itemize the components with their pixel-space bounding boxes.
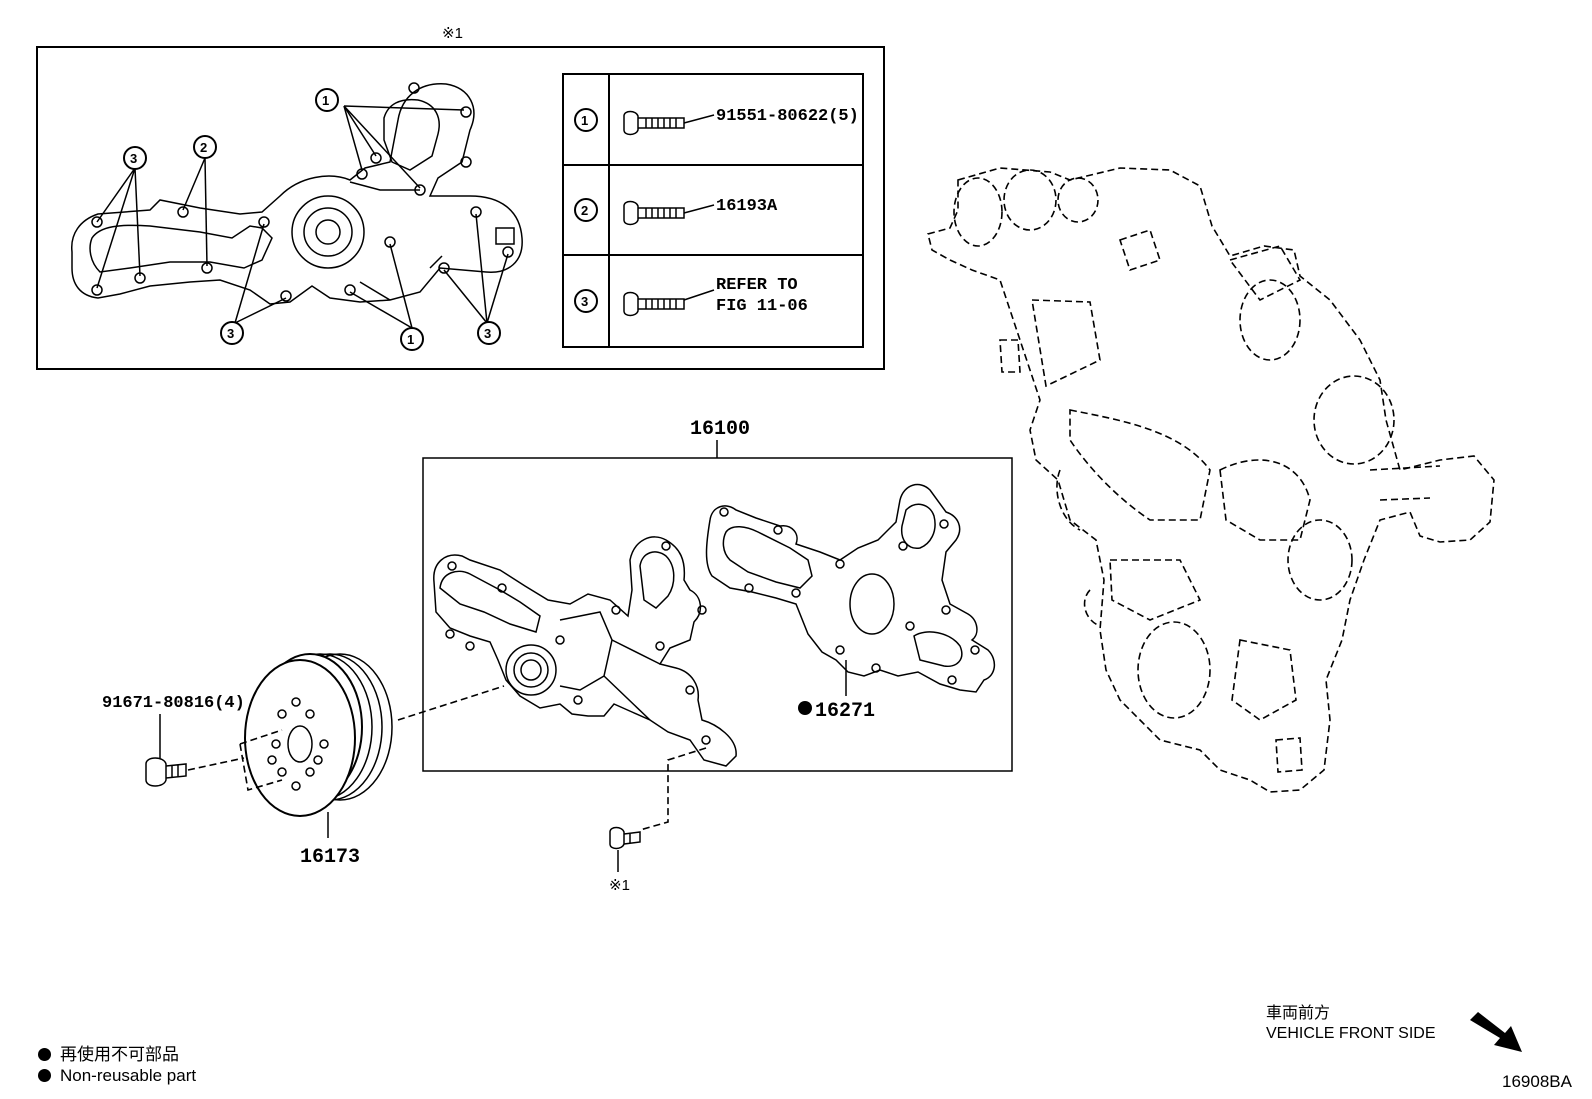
vehicle-front-arrow bbox=[1470, 1012, 1522, 1052]
bullet-icon bbox=[38, 1048, 51, 1061]
water-pump-assy-frame bbox=[422, 457, 1013, 772]
timing-chain-cover bbox=[927, 167, 1495, 793]
svg-text:1: 1 bbox=[322, 93, 329, 108]
svg-text:1: 1 bbox=[407, 332, 414, 347]
svg-text:1: 1 bbox=[581, 113, 588, 128]
svg-text:3: 3 bbox=[130, 151, 137, 166]
pulley bbox=[244, 653, 393, 817]
callout-3-bottom-right: 3 bbox=[477, 321, 501, 345]
pulley-label: 16173 bbox=[300, 846, 360, 869]
water-pump-assy-group: 16100 bbox=[422, 418, 1013, 772]
callout-2: 2 bbox=[193, 135, 217, 159]
bolt-detail-view: ※1 bbox=[36, 25, 885, 370]
callout-3-left: 3 bbox=[123, 146, 147, 170]
svg-text:91551-80622(5): 91551-80622(5) bbox=[716, 107, 859, 126]
gasket bbox=[705, 483, 996, 693]
svg-text:FIG 11-06: FIG 11-06 bbox=[716, 297, 808, 316]
legend-en: Non-reusable part bbox=[60, 1066, 197, 1085]
legend-en-row: Non-reusable part bbox=[38, 1066, 196, 1086]
bolt-row-1: 1 91551-80622(5) bbox=[574, 107, 859, 136]
svg-text:3: 3 bbox=[484, 326, 491, 341]
svg-text:3: 3 bbox=[581, 294, 588, 309]
bolt-table: 1 91551-80622(5) 2 16193A 3 REFER TO FIG… bbox=[562, 73, 864, 348]
bolt-row-3: 3 REFER TO FIG 11-06 bbox=[574, 276, 808, 317]
pump-bolt bbox=[609, 826, 641, 850]
detail-title: ※1 bbox=[442, 25, 463, 42]
legend-jp-row: 再使用不可部品 bbox=[38, 1040, 196, 1066]
detail-leaders bbox=[96, 105, 509, 329]
svg-text:2: 2 bbox=[581, 203, 588, 218]
pulley-bolt bbox=[145, 757, 187, 787]
callout-1-top: 1 bbox=[315, 88, 339, 112]
bullet-icon bbox=[38, 1069, 51, 1082]
vehicle-front-side: 車両前方 VEHICLE FRONT SIDE bbox=[1266, 1004, 1436, 1044]
figure-code: 16908BA bbox=[1502, 1072, 1572, 1091]
front-jp: 車両前方 bbox=[1266, 1005, 1331, 1022]
detail-frame bbox=[36, 46, 885, 370]
legend-jp: 再使用不可部品 bbox=[60, 1045, 179, 1064]
legend: 再使用不可部品 Non-reusable part bbox=[38, 1040, 196, 1086]
bolt-ref-group: ※1 bbox=[609, 747, 707, 894]
water-pump-body bbox=[433, 536, 737, 767]
svg-text:3: 3 bbox=[227, 326, 234, 341]
callout-1-bottom: 1 bbox=[400, 327, 424, 351]
non-reusable-dot bbox=[798, 701, 812, 715]
pulley-group: 91671-80816(4) 16173 bbox=[102, 653, 505, 869]
bolt-ref-label: ※1 bbox=[609, 877, 630, 894]
callout-3-bottom-left: 3 bbox=[220, 321, 244, 345]
pulley-bolt-label: 91671-80816(4) bbox=[102, 694, 245, 713]
gasket-label: 16271 bbox=[815, 700, 875, 723]
water-pump-assy-label: 16100 bbox=[690, 418, 750, 441]
svg-text:16193A: 16193A bbox=[716, 197, 778, 216]
svg-text:REFER TO: REFER TO bbox=[716, 276, 798, 295]
bolt-row-2: 2 16193A bbox=[574, 197, 778, 226]
svg-text:2: 2 bbox=[200, 140, 207, 155]
front-en: VEHICLE FRONT SIDE bbox=[1266, 1025, 1436, 1042]
